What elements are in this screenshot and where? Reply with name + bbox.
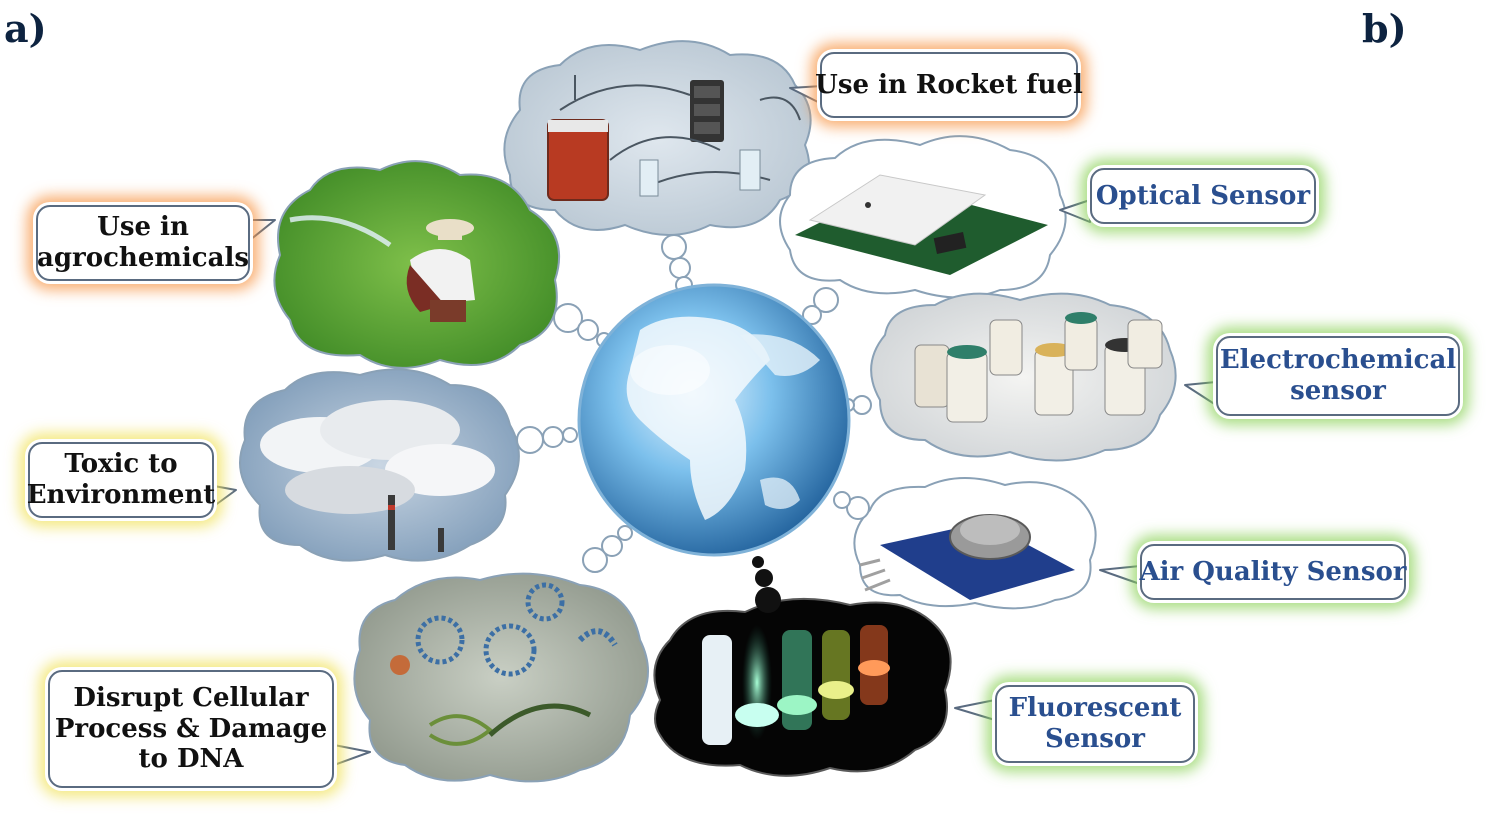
callout-line: Fluorescent (1008, 693, 1182, 724)
agrochemical-field-image (273, 160, 561, 369)
callout-line: Sensor (1045, 724, 1145, 754)
rocket-fuel-lab-image (503, 40, 812, 236)
globe-image (577, 283, 851, 557)
dark-bubble-connectors (752, 556, 781, 613)
electrochemical-sensor-callout: Electrochemical sensor (1216, 336, 1460, 416)
rocket-fuel-callout: Use in Rocket fuel (815, 52, 1083, 118)
callout-line: sensor (1290, 376, 1386, 406)
optical-sensor-callout: Optical Sensor (1090, 168, 1316, 224)
industrial-smoke-image (239, 368, 520, 562)
panel-label-a: a) (4, 6, 47, 51)
panel-label-b: b) (1362, 6, 1407, 51)
callout-line: Toxic to (64, 449, 178, 480)
toxic-environment-callout: Toxic to Environment (26, 442, 216, 518)
callout-line: Electrochemical (1219, 345, 1457, 376)
callout-line: Environment (26, 480, 216, 510)
callout-line: Optical Sensor (1095, 180, 1311, 211)
air-quality-sensor-callout: Air Quality Sensor (1139, 544, 1407, 600)
callout-line: Use in Rocket fuel (815, 69, 1083, 100)
cellular-damage-callout: Disrupt Cellular Process & Damage to DNA (48, 670, 334, 788)
fluorescent-sensor-image (653, 597, 952, 777)
callout-line: Air Quality Sensor (1139, 556, 1407, 587)
callout-line: Use in (97, 212, 189, 243)
callout-line: Process & Damage (54, 713, 328, 744)
callout-line: Disrupt Cellular (73, 682, 309, 713)
agrochemicals-callout: Use in agrochemicals (36, 205, 250, 281)
optical-sensor-image (779, 135, 1067, 299)
cellular-dna-image (353, 572, 649, 783)
callout-line: to DNA (138, 744, 244, 775)
callout-line: agrochemicals (37, 243, 249, 273)
air-quality-sensor-image (853, 477, 1097, 610)
fluorescent-sensor-callout: Fluorescent Sensor (995, 685, 1195, 763)
electrochemical-sensor-image (870, 292, 1177, 462)
